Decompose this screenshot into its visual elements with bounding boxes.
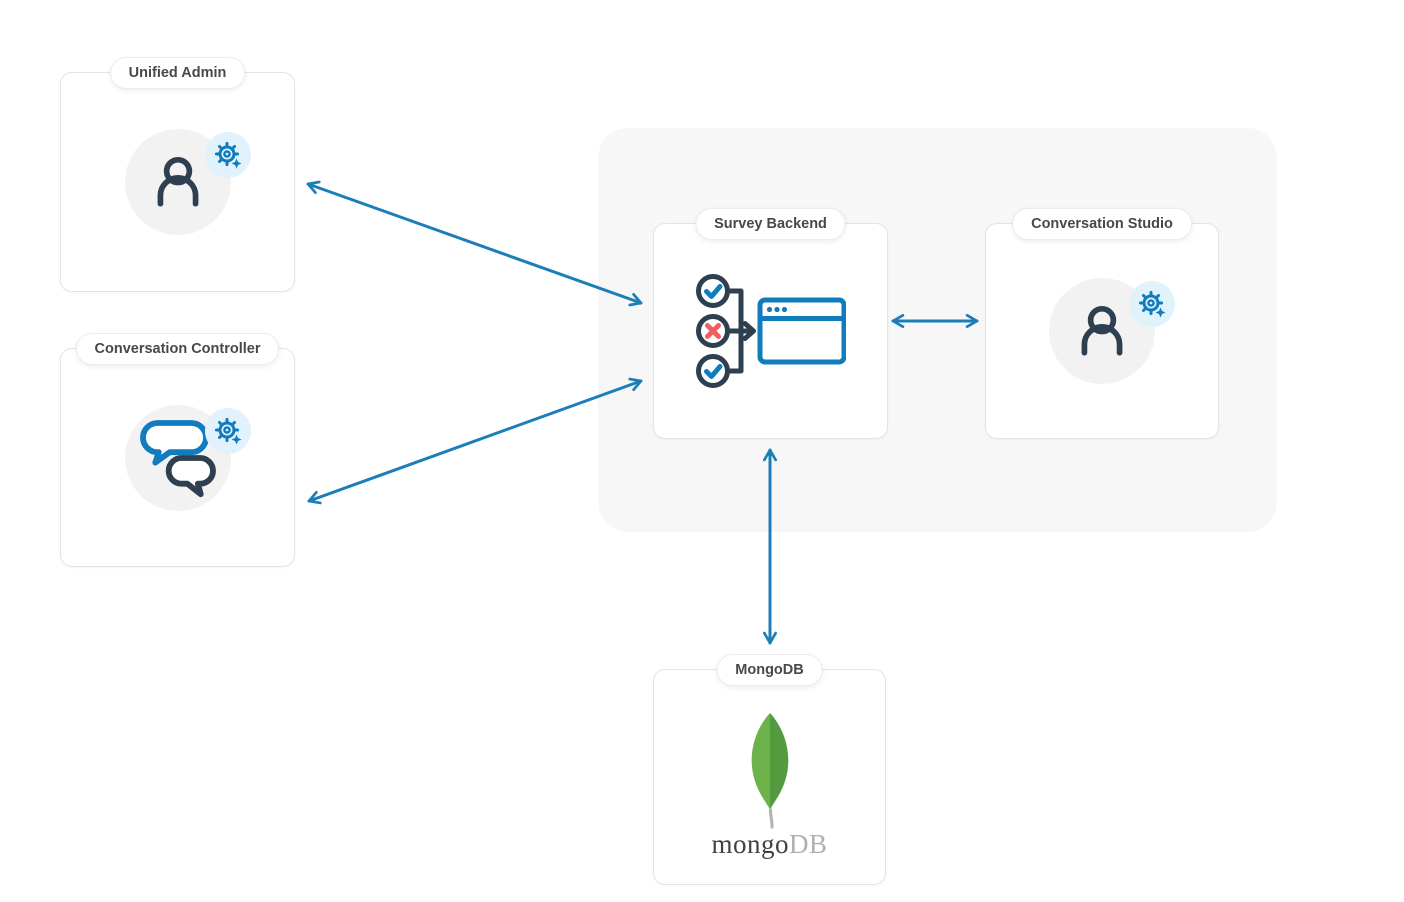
edge-conversation-controller-survey-backend xyxy=(307,377,643,505)
node-label-mongodb: MongoDB xyxy=(716,654,823,686)
mongodb-leaf-icon xyxy=(751,712,788,829)
node-label-conversation-controller: Conversation Controller xyxy=(75,333,280,365)
gear-badge xyxy=(204,407,251,454)
node-mongodb: MongoDB mongoDB xyxy=(653,654,886,885)
gear-badge xyxy=(1129,281,1175,327)
gear-sparkle-icon xyxy=(214,141,244,171)
gear-sparkle-icon xyxy=(214,417,244,447)
check-icon xyxy=(703,364,722,379)
node-label-survey-backend: Survey Backend xyxy=(695,208,846,240)
x-icon xyxy=(704,323,721,339)
avatar-circle xyxy=(124,404,251,511)
mongodb-wordmark-primary: mongo xyxy=(711,828,789,859)
avatar-circle xyxy=(1049,278,1175,384)
avatar-circle xyxy=(124,129,251,235)
user-icon xyxy=(157,156,198,207)
survey-flow-browser-icon xyxy=(695,274,846,388)
browser-window-icon xyxy=(757,297,846,365)
node-label-conversation-studio: Conversation Studio xyxy=(1012,208,1192,240)
gear-badge xyxy=(204,132,251,178)
edge-unified-admin-survey-backend xyxy=(306,180,643,307)
chat-bubbles-icon xyxy=(139,419,216,497)
node-unified-admin: Unified Admin xyxy=(60,57,295,292)
node-label-unified-admin: Unified Admin xyxy=(109,57,246,89)
mongodb-wordmark: mongoDB xyxy=(711,828,828,859)
node-conversation-studio: Conversation Studio xyxy=(985,208,1219,439)
user-icon xyxy=(1081,305,1123,356)
mongodb-wordmark-secondary: DB xyxy=(789,828,828,859)
check-icon xyxy=(703,284,722,299)
node-conversation-controller: Conversation Controller xyxy=(60,333,295,567)
node-survey-backend: Survey Backend xyxy=(653,208,888,439)
gear-sparkle-icon xyxy=(1138,290,1168,320)
